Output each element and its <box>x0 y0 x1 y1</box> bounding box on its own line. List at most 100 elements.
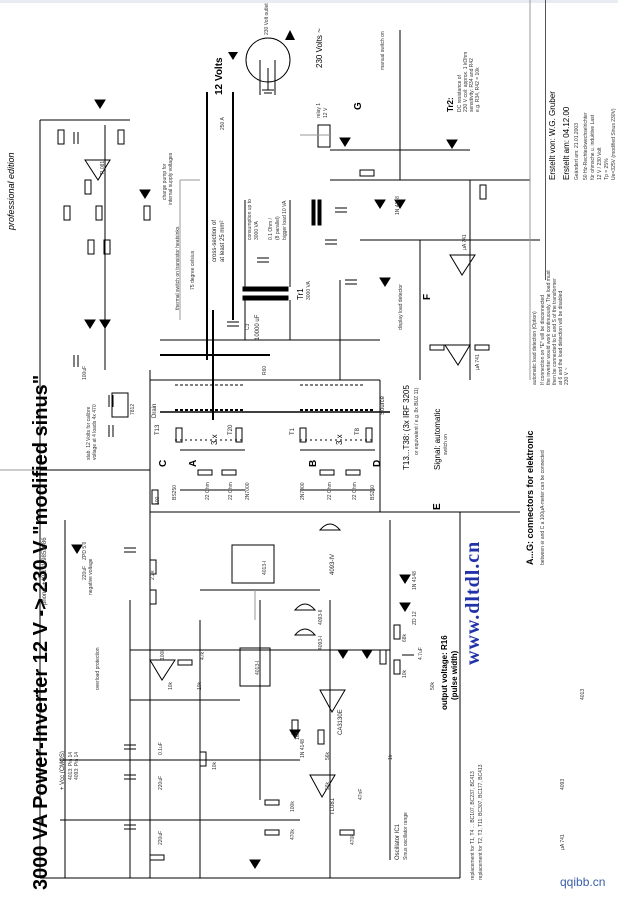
desc-line-5: Ue=325V (modified Sinus 230V) <box>611 108 617 180</box>
auto-detect-title: automatic load detection (Option) <box>532 311 538 385</box>
consumption-note-2: 3000 VA <box>254 221 260 240</box>
desc-line-2: für ohmsche u. induktive Last <box>590 114 596 180</box>
r21-value: 100 <box>155 496 161 505</box>
t8-label: T8 <box>355 427 361 435</box>
connectors-subnote: between ⊖ and C a 100µA-meter can be con… <box>540 450 546 565</box>
author-field: Erstellt von: W.G. Gruber <box>548 91 557 180</box>
component-marks <box>57 99 490 869</box>
c5-value: 4.7uF <box>418 647 424 660</box>
connector-B: B <box>308 459 319 467</box>
r11-value: 10k <box>168 681 174 690</box>
connectors-note: A...G: connectors for elektronic <box>525 430 535 565</box>
oscillator-note: Oscillator IC1 <box>395 823 401 860</box>
r22-value: 2.2k <box>150 570 156 580</box>
ic1-label: TL081 <box>100 160 106 175</box>
r10-value: 10k <box>212 761 218 770</box>
desc-line-4: Tp = 25% <box>604 158 610 180</box>
manual-switch-note: manual switch on <box>380 31 386 70</box>
connector-D: D <box>372 459 383 467</box>
d1-value: 1N 4148 <box>300 739 306 758</box>
r4-value: 56k <box>325 751 331 760</box>
c7-value: 220uF <box>158 775 164 790</box>
r15-value: 1k <box>388 754 394 760</box>
credit-label: qqibb.cn <box>560 875 606 889</box>
t20-label: T20 <box>228 424 234 435</box>
r-22ohm-label: 22 Ohm <box>205 482 211 500</box>
transformer-rating: 3000 VA <box>306 281 312 300</box>
c8-value: 220uF <box>158 830 164 845</box>
c3-label: C3 <box>245 323 251 330</box>
ic5-label: 4013-I <box>262 560 268 575</box>
overload-note: overload protection <box>95 647 101 690</box>
ic12-label: µA 741 <box>475 354 481 370</box>
mosfet-subnote: or equivalent / e.g. 8x BUZ 11) <box>414 387 420 455</box>
changed-field: Geändert am: 21.01.2003 <box>574 123 580 180</box>
connector-F: F <box>422 293 433 300</box>
r1-value: 470k <box>290 829 296 840</box>
replacement-note-1: replacement for T1, T4 ... BC107, BC237,… <box>470 771 476 880</box>
stab-note-2: voltage at 4 loads 4x 470 <box>92 404 98 460</box>
d5-label: 1N 4148 <box>412 571 418 590</box>
signal-note: Signal: automatic <box>433 408 442 470</box>
mosfet-note: T13...T38: (3x IRF 3205 <box>402 385 411 470</box>
display-load-note: display load detector <box>398 284 404 330</box>
2n7000-label: 2N7000 <box>300 482 306 500</box>
2n7000-label: 2N7000 <box>245 482 251 500</box>
created-field: Erstellt am: 04.12.00 <box>562 106 571 180</box>
c30-value: 0.1uF <box>158 742 164 755</box>
thermal-switch-note: 75 degree celsius <box>190 250 196 290</box>
t1-label: T1 <box>290 427 296 435</box>
source-label: Source <box>380 395 386 415</box>
d14-value: 1N 4148 <box>395 196 401 215</box>
output-voltage-label: output voltage: R16 <box>440 635 449 710</box>
ic741-pinout-label: µA 741 <box>560 834 566 850</box>
main-bus-lines <box>39 30 540 879</box>
ic3-label: 4093-I <box>318 635 324 650</box>
c1-value: 47nF <box>358 788 364 800</box>
tr2-note: e.g. R34, R42 = 10k <box>475 67 481 112</box>
drain-label: Drain <box>152 403 158 418</box>
c12-value: 100uF <box>82 365 88 380</box>
fuse-rating: 250 A <box>220 117 226 130</box>
r16-value: 50k <box>430 681 436 690</box>
tr2-label: Tr2: <box>446 97 455 112</box>
connector-C: C <box>158 459 169 467</box>
watermark: www.dltdl.cn <box>462 540 484 665</box>
r-22ohm-label: 22 Ohm <box>327 482 333 500</box>
r12-value: 100k <box>160 649 166 660</box>
relay-voltage: 12 V <box>323 107 329 118</box>
ic4-label: 4093-II <box>318 609 324 625</box>
r14-value: 47k <box>200 651 206 660</box>
t13-label: T13 <box>155 424 161 435</box>
r2-value: 100k <box>290 801 296 812</box>
desc-line-3: 12 V / 230 Volt <box>597 147 603 180</box>
output-230v-label: 230 Volts ~ <box>315 28 324 68</box>
connector-G: G <box>353 102 364 110</box>
d7-value: ZPD 5.6 <box>82 541 88 560</box>
signal-subnote: switch on <box>443 434 449 455</box>
r18-value: 10k <box>402 669 408 678</box>
c3-value: 10000 uF <box>255 314 261 340</box>
grey-wires <box>0 0 531 620</box>
ic13-label: µA 741 <box>462 234 468 250</box>
transformer-label: Tr1 <box>296 288 305 300</box>
title-block <box>545 0 618 280</box>
bs250-label: BS250 <box>172 484 178 500</box>
vcc-note: + Vcc (CMOS) <box>60 751 66 790</box>
multiplier-right: 3 x <box>335 434 344 445</box>
vcc-note-3: 4093: Pin 14 <box>74 751 80 780</box>
ic2-label: CA3130E <box>338 709 344 735</box>
connector-E: E <box>432 503 443 510</box>
negative-voltage-note: negative voltage <box>88 558 94 595</box>
ic6-label: 4093-IV <box>330 553 336 575</box>
ic11-label: 7812 <box>130 403 136 415</box>
cross-section-note-2: at least 25 mm² <box>220 220 226 262</box>
r-22ohm-label: 22 Ohm <box>352 482 358 500</box>
ic4093-pinout-label: 4093 <box>560 778 566 790</box>
c14-value: 220uF <box>82 565 88 580</box>
bigger-load-note: bigger load 10 VA <box>282 200 288 240</box>
r3-value: 470k <box>350 834 356 845</box>
replacement-note-2: replacement for T2, T3, T11: BC307, BC17… <box>478 764 484 880</box>
shunt-note-2: (8 parallel) <box>275 216 281 240</box>
